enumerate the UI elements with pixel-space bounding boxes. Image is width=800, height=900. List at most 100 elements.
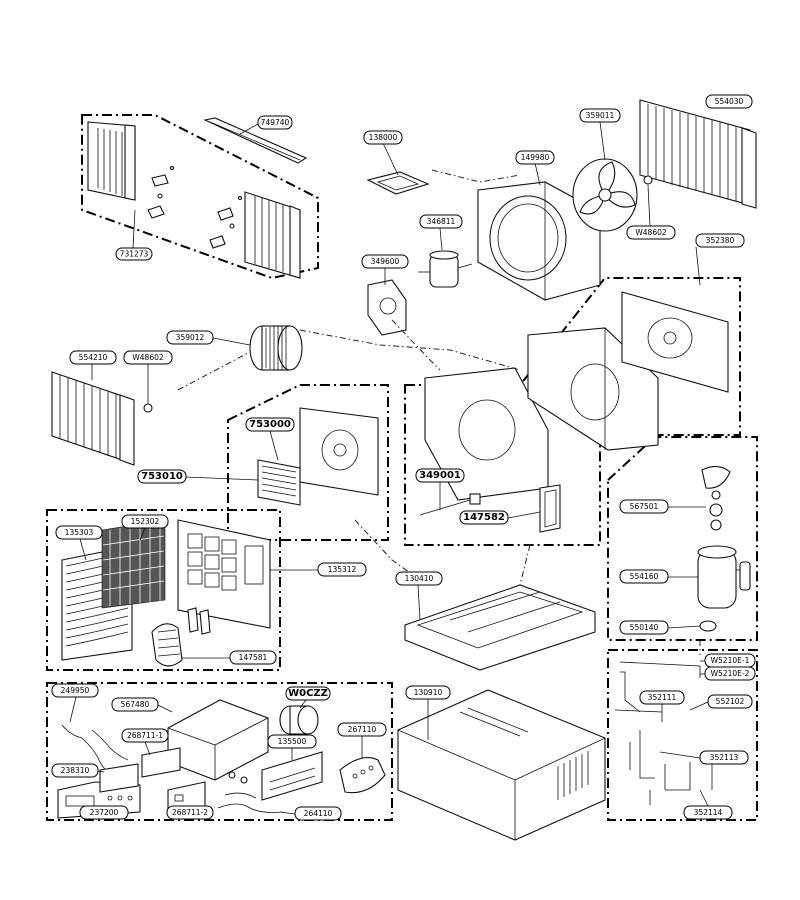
label-352113: 352113: [659, 750, 749, 765]
label-552102: 552102: [689, 694, 753, 711]
label-text: 352380: [706, 236, 735, 245]
label-554210: 554210: [69, 350, 117, 380]
label-138000: 138000: [363, 130, 403, 176]
compressor: [697, 545, 751, 609]
assembly-line-3: [177, 351, 251, 391]
label-text: 147581: [239, 653, 268, 662]
label-550140: 550140: [619, 620, 701, 635]
label-567501: 567501: [619, 499, 706, 514]
label-text: W5210E-1: [711, 656, 750, 665]
label-147581: 147581: [182, 650, 277, 665]
refrigerant-tubing: [614, 661, 713, 805]
label-text: 554160: [630, 572, 659, 581]
fastener-top: [643, 175, 653, 185]
label-text: 352113: [710, 753, 739, 762]
front-grille-knob: [151, 607, 211, 667]
label-130910: 130910: [405, 685, 451, 740]
label-753000: 753000: [245, 417, 295, 461]
label-567480: 567480: [111, 697, 173, 713]
label-text: 238310: [61, 766, 90, 775]
air-filter: [101, 519, 166, 609]
label-147582: 147582: [459, 510, 541, 525]
label-w5210e-2: W5210E-2: [700, 666, 756, 681]
fan-shroud: [477, 181, 601, 301]
label-text: 130910: [414, 688, 443, 697]
label-268711-1: 268711-1: [121, 728, 169, 756]
label-149980: 149980: [515, 150, 555, 186]
control-box: [167, 699, 269, 781]
label-text: 352114: [694, 808, 723, 817]
bracket-set-left: [147, 165, 175, 219]
label-w48602-left: W48602: [123, 350, 173, 404]
blower-housing-panel: [621, 291, 729, 393]
label-text: 349001: [419, 470, 461, 481]
label-text: 267110: [348, 725, 377, 734]
label-text: 152302: [131, 517, 160, 526]
label-text: 135312: [328, 565, 357, 574]
label-text: 135500: [278, 737, 307, 746]
label-359011: 359011: [579, 108, 621, 161]
label-349600: 349600: [361, 254, 409, 285]
label-349001: 349001: [415, 468, 465, 510]
heater-element: [257, 459, 301, 506]
assembly-line-4: [391, 319, 441, 371]
label-text: 138000: [369, 133, 398, 142]
label-731273: 731273: [115, 209, 153, 261]
group-outline-compressor: [607, 436, 758, 641]
compressor-muffler: [701, 465, 731, 500]
display-panel: [261, 751, 323, 801]
label-text: 352111: [648, 693, 677, 702]
group-outline-heater: [227, 384, 389, 541]
label-text: 130410: [405, 574, 434, 583]
label-130410: 130410: [395, 571, 443, 621]
compressor-mount: [699, 620, 717, 632]
group-outline-rail-brackets: [81, 114, 319, 280]
label-text: 237200: [90, 808, 119, 817]
label-text: 346811: [427, 217, 456, 226]
group-outline-controls: [46, 682, 393, 821]
label-text: 554030: [715, 97, 744, 106]
label-749740: 749740: [239, 115, 293, 135]
compressor-grommet: [709, 503, 723, 531]
label-268711-2: 268711-2: [166, 805, 214, 820]
label-text: 753010: [141, 471, 183, 482]
label-text: 567480: [121, 700, 150, 709]
label-text: 359011: [586, 111, 615, 120]
remote-control: [339, 757, 386, 794]
assembly-line-6: [519, 544, 531, 586]
label-text: 554210: [79, 353, 108, 362]
condenser-coil: [639, 99, 757, 209]
fan-motor: [418, 250, 473, 288]
thermistor: [419, 493, 481, 516]
label-text: W48602: [635, 228, 667, 237]
label-135500: 135500: [267, 734, 317, 760]
label-152302: 152302: [121, 514, 169, 541]
wire-harness-2: [217, 771, 283, 813]
label-text: 249950: [61, 686, 90, 695]
label-237200: 237200: [79, 805, 129, 820]
label-352111: 352111: [639, 690, 685, 712]
label-text: 349600: [371, 257, 400, 266]
label-554160: 554160: [619, 569, 698, 584]
label-text: 753000: [249, 419, 291, 430]
capacitor: [279, 705, 319, 735]
heater-bracket: [299, 407, 379, 496]
condenser-fan-blade: [572, 158, 638, 232]
label-text: 147582: [463, 512, 505, 523]
top-rail: [203, 117, 308, 164]
label-135312: 135312: [270, 562, 367, 577]
motor-mount: [367, 279, 407, 336]
label-text: 567501: [630, 502, 659, 511]
louver-bracket: [539, 484, 561, 533]
front-frame: [177, 519, 271, 629]
label-text: 135303: [65, 528, 94, 537]
side-curtain-left: [87, 121, 136, 201]
label-264110: 264110: [279, 806, 342, 821]
group-outline-tubing: [607, 649, 758, 821]
evaporator-coil: [51, 371, 135, 466]
bracket-set-right: [209, 195, 243, 249]
base-pan: [404, 584, 596, 671]
label-352114: 352114: [683, 789, 733, 820]
label-267110: 267110: [337, 722, 387, 758]
